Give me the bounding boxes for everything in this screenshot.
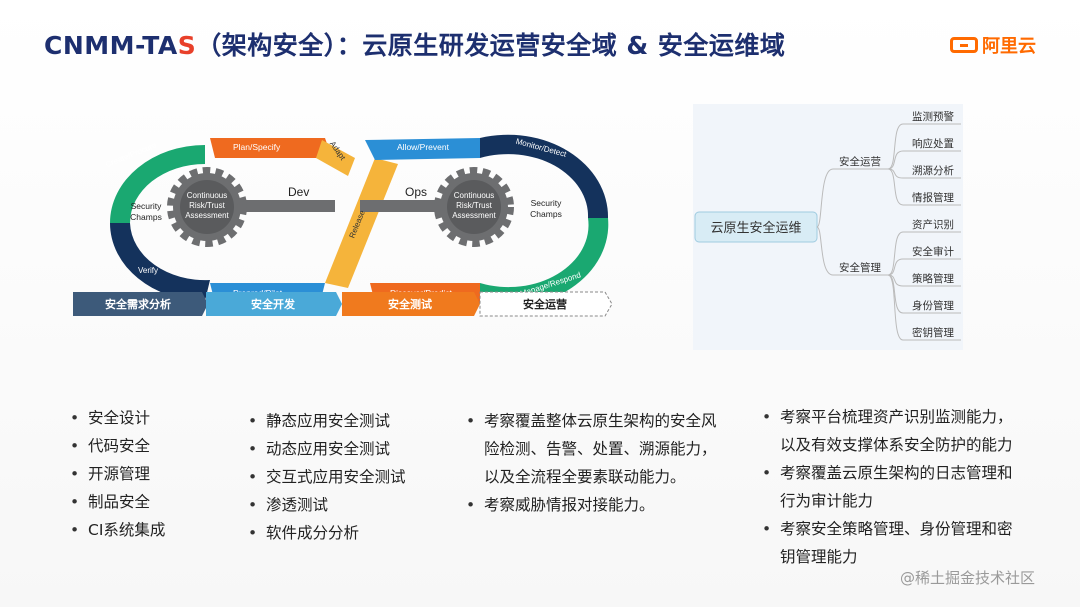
bullet-item: 考察平台梳理资产识别监测能力， 以及有效支撑体系安全防护的能力 — [762, 403, 1028, 459]
loop-monitor-detect — [480, 134, 609, 218]
phase-label-requirements: 安全需求分析 — [105, 297, 171, 311]
phase-testing — [342, 292, 480, 316]
bullet-item: 软件成分分析 — [248, 519, 438, 547]
dev-label: Dev — [288, 185, 309, 199]
mindmap-branch-label: 安全运营 — [839, 155, 881, 168]
bullet-item: 制品安全 — [70, 488, 230, 516]
mindmap-leaf: 身份管理 — [912, 299, 954, 312]
phase-label-development: 安全开发 — [251, 297, 296, 311]
phase-development — [206, 292, 342, 316]
mindmap-connector — [887, 231, 904, 276]
testing-column: 静态应用安全测试动态应用安全测试交互式应用安全测试渗透测试软件成分分析 — [248, 407, 438, 547]
bullet-item: CI系统集成 — [70, 516, 230, 544]
loop-adapt — [316, 140, 355, 176]
bullet-line: 考察覆盖云原生架构的日志管理和 — [780, 464, 1013, 482]
bullet-line: 考察威胁情报对接能力。 — [484, 496, 655, 514]
loop-create-procure — [110, 145, 205, 223]
bullet-item: 考察威胁情报对接能力。 — [466, 491, 728, 519]
mindmap-leaf: 响应处置 — [912, 137, 954, 150]
bullet-item: 安全设计 — [70, 404, 230, 432]
bullet-line: 险检测、告警、处置、溯源能力， — [484, 440, 717, 458]
bullet-item: 代码安全 — [70, 432, 230, 460]
mindmap-root-connector — [816, 168, 834, 276]
bullet-line: 考察平台梳理资产识别监测能力， — [780, 408, 1013, 426]
watermark: @稀土掘金技术社区 — [900, 569, 1036, 587]
loop-plan-specify — [210, 138, 332, 158]
left-gear-icon — [167, 167, 247, 247]
security-management-column: 考察平台梳理资产识别监测能力，以及有效支撑体系安全防护的能力考察覆盖云原生架构的… — [762, 403, 1028, 571]
loop-manage-respond — [480, 218, 609, 307]
bullet-line: 考察覆盖整体云原生架构的安全风 — [484, 412, 717, 430]
mindmap-leaf: 情报管理 — [912, 191, 954, 204]
mindmap-leaf: 密钥管理 — [912, 326, 954, 339]
mindmap-connector — [887, 274, 904, 341]
mindmap-connector — [887, 123, 904, 170]
page-title: CNMM-TAS（架构安全）：云原生研发运营安全域 & 安全运维域 — [44, 31, 786, 60]
bullet-line: 行为审计能力 — [780, 492, 874, 510]
mindmap-connector — [887, 168, 904, 206]
loop-release — [325, 158, 398, 288]
loop-verify — [110, 223, 210, 301]
mindmap-leaf: 安全审计 — [912, 245, 954, 258]
label-plan-specify: Plan/Specify — [233, 142, 281, 152]
phase-label-testing: 安全测试 — [388, 297, 432, 311]
mindmap-leaf: 溯源分析 — [912, 164, 954, 177]
mindmap-leaf: 资产识别 — [912, 218, 954, 231]
mindmap-connector — [887, 274, 904, 314]
phase-label-operations: 安全运营 — [523, 297, 567, 311]
phase-operations — [479, 291, 613, 317]
bullet-item: 动态应用安全测试 — [248, 435, 438, 463]
bullet-line: 以及全流程全要素联动能力。 — [484, 468, 686, 486]
logo-text: 阿里云 — [982, 36, 1036, 57]
bullet-item: 静态应用安全测试 — [248, 407, 438, 435]
devsecops-loop-diagram: Create/Procure Plan/Specify Adapt Releas… — [73, 134, 613, 317]
bullet-item: 渗透测试 — [248, 491, 438, 519]
bullet-line: 以及有效支撑体系安全防护的能力 — [780, 436, 1013, 454]
mindmap-leaf: 监测预警 — [912, 110, 954, 123]
requirements-dev-column: 安全设计代码安全开源管理制品安全CI系统集成 — [70, 404, 230, 544]
mindmap-leaf: 策略管理 — [912, 272, 954, 285]
right-gear-icon — [434, 167, 514, 247]
label-verify: Verify — [138, 266, 158, 275]
mindmap-connector — [887, 150, 904, 170]
bullet-line: 钥管理能力 — [780, 548, 858, 566]
bullet-line: 考察安全策略管理、身份管理和密 — [780, 520, 1013, 538]
alibaba-cloud-logo-icon — [950, 37, 978, 53]
mindmap-root: 云原生安全运维 — [710, 220, 801, 236]
ops-label: Ops — [405, 185, 427, 199]
bullet-item: 开源管理 — [70, 460, 230, 488]
loop-allow-prevent — [365, 138, 480, 160]
alibaba-cloud-logo: 阿里云 — [950, 32, 1036, 58]
mindmap-connector — [887, 258, 904, 276]
label-allow-prevent: Allow/Prevent — [397, 142, 450, 152]
bullet-item: 交互式应用安全测试 — [248, 463, 438, 491]
phase-requirements — [73, 292, 208, 316]
mindmap-branch-label: 安全管理 — [839, 261, 881, 274]
